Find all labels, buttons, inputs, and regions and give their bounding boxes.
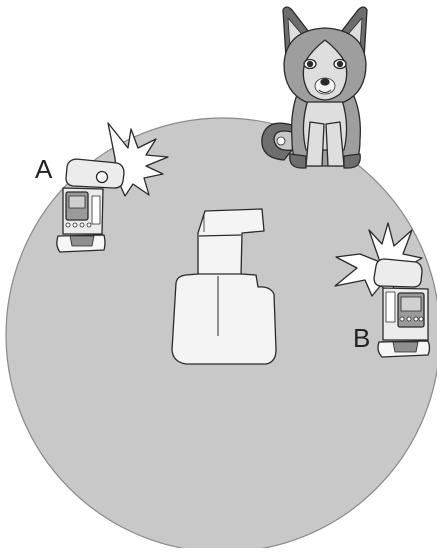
speedlight-flash-b-icon: [373, 258, 431, 358]
flash-b-group: [334, 222, 431, 358]
flash-a-group: [56, 122, 169, 253]
dog-icon: [261, 6, 368, 169]
flash-a-label: A: [35, 154, 53, 184]
flash-b-label: B: [353, 323, 371, 353]
speedlight-flash-a-icon: [56, 158, 125, 253]
camera-with-flash-icon: [171, 208, 277, 365]
